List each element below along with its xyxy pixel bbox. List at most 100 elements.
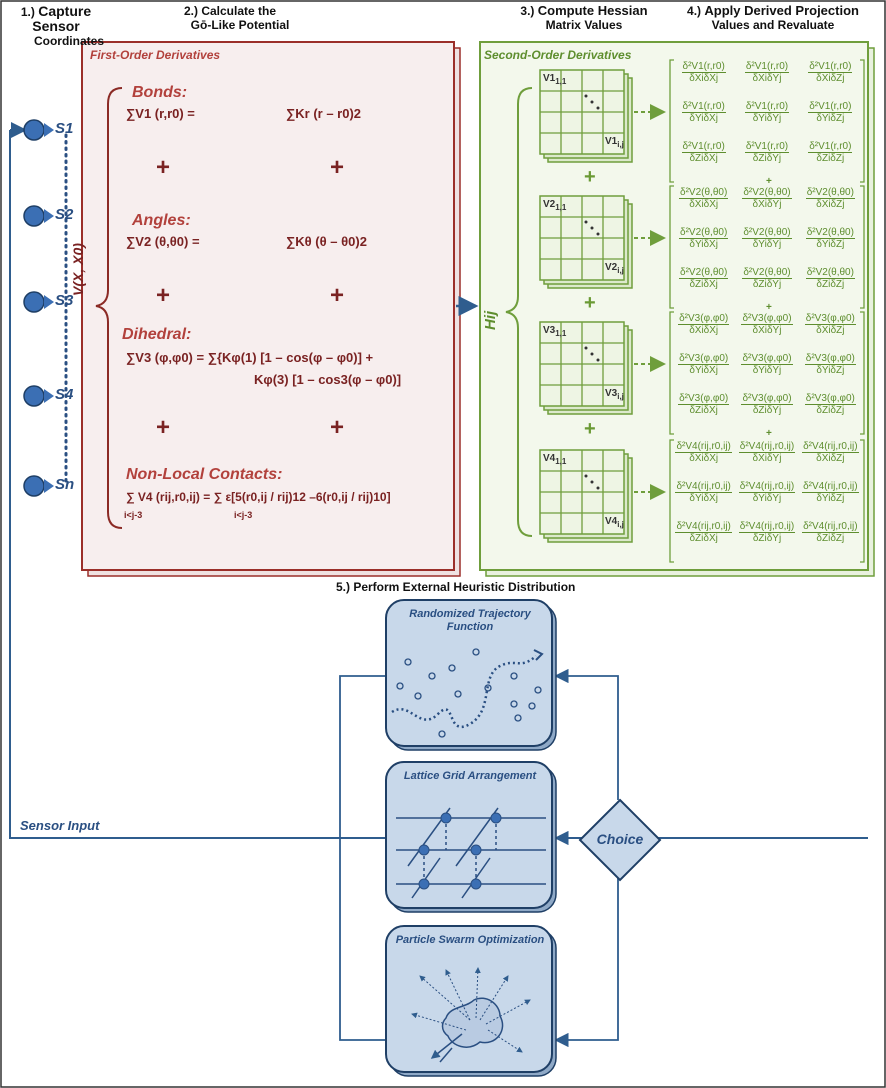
partial-derivative: δ²V4(rij,r0,ij)δYiδZj xyxy=(802,481,858,504)
matrix-ellipsis xyxy=(585,347,588,350)
partial-derivative: δ²V1(r,r0)δXiδXj xyxy=(682,61,726,84)
nonlocal-subscript: i<j-3 xyxy=(124,510,142,520)
projection-row: δ²V1(r,r0)δZiδXjδ²V1(r,r0)δZiδYjδ²V1(r,r… xyxy=(672,141,862,164)
step-1-heading: Capture Sensor xyxy=(32,3,91,34)
step-4-subheading: Values and Revaluate xyxy=(712,18,835,32)
nonlocal-formula: ∑ V4 (rij,r0,ij) = ∑ ε[5(r0,ij / rij)12 … xyxy=(126,490,391,504)
partial-derivative: δ²V4(rij,r0,ij)δZiδYj xyxy=(739,521,795,544)
matrix-ellipsis xyxy=(585,221,588,224)
projection-row: δ²V2(θ,θ0)δZiδXjδ²V2(θ,θ0)δZiδYjδ²V2(θ,θ… xyxy=(672,267,862,290)
partial-derivative: δ²V1(r,r0)δYiδZj xyxy=(808,101,852,124)
plus-sign: + xyxy=(584,418,596,441)
sensor-node xyxy=(24,120,44,140)
partial-derivative: δ²V4(rij,r0,ij)δZiδXj xyxy=(675,521,731,544)
step-4-heading: Apply Derived Projection xyxy=(704,3,859,18)
sensor-label: S2 xyxy=(55,206,73,223)
sensor-node xyxy=(24,476,44,496)
partial-derivative: δ²V3(φ,φ0)δXiδYj xyxy=(741,313,792,336)
second-order-title: Second-Order Derivatives xyxy=(484,48,631,62)
partial-derivative: δ²V3(φ,φ0)δXiδXj xyxy=(678,313,729,336)
step-2-number: 2.) xyxy=(184,4,198,18)
projection-row: δ²V4(rij,r0,ij)δYiδXjδ²V4(rij,r0,ij)δYiδ… xyxy=(672,481,862,504)
angles-lhs: ∑V2 (θ,θ0) = xyxy=(126,234,200,249)
partial-derivative: δ²V2(θ,θ0)δYiδYj xyxy=(742,227,791,250)
step-1-subheading: Coordinates xyxy=(34,34,104,48)
step-4-number: 4.) xyxy=(687,4,701,18)
plus-sign: + xyxy=(156,282,170,310)
partial-derivative: δ²V3(φ,φ0)δZiδYj xyxy=(741,393,792,416)
sensor-arrow xyxy=(44,479,54,493)
matrix-first-entry: V41,1 xyxy=(543,453,566,466)
plus-sign: + xyxy=(330,154,344,182)
matrix-first-entry: V21,1 xyxy=(543,199,566,212)
first-order-title: First-Order Derivatives xyxy=(90,48,220,62)
step-5-title: 5.) Perform External Heuristic Distribut… xyxy=(336,580,716,594)
step-5-heading: 5.) Perform External Heuristic Distribut… xyxy=(336,580,575,594)
matrix-first-entry: V31,1 xyxy=(543,325,566,338)
projection-row: δ²V4(rij,r0,ij)δZiδXj δ²V4(rij,r0,ij)δZiδ… xyxy=(672,521,862,544)
sensor-arrow xyxy=(44,389,54,403)
partial-derivative: δ²V2(θ,θ0)δXiδYj xyxy=(742,187,791,210)
partial-derivative: δ²V3(φ,φ0)δZiδZj xyxy=(805,393,856,416)
heuristic-left-loop xyxy=(340,676,386,1040)
lattice-title: Lattice Grid Arrangement xyxy=(392,770,548,783)
sensor-input-label: Sensor Input xyxy=(20,818,99,833)
partial-derivative: δ²V2(θ,θ0)δXiδXj xyxy=(679,187,728,210)
partial-derivative: δ²V2(θ,θ0)δZiδZj xyxy=(806,267,855,290)
plus-sign: + xyxy=(330,414,344,442)
swarm-title: Particle Swarm Optimization xyxy=(392,934,548,947)
step-2-title: 2.) Calculate the Gō-Like Potential xyxy=(150,4,310,32)
step-2-heading: Calculate the xyxy=(201,4,276,18)
plus-sign: + xyxy=(156,414,170,442)
partial-derivative: δ²V1(r,r0)δZiδZj xyxy=(808,141,852,164)
bonds-rhs: ∑Kr (r – r0)2 xyxy=(286,106,361,121)
plus-sign: + xyxy=(766,428,772,439)
randomized-title: Randomized Trajectory Function xyxy=(392,608,548,634)
step-3-number: 3.) xyxy=(520,4,534,18)
matrix-last-entry: V3i,j xyxy=(605,388,624,401)
partial-derivative: δ²V2(θ,θ0)δYiδZj xyxy=(806,227,855,250)
plus-sign: + xyxy=(766,176,772,187)
matrix-ellipsis xyxy=(585,95,588,98)
projection-row: δ²V3(φ,φ0)δZiδXj δ²V3(φ,φ0)δZiδYj δ²V3(φ,φ… xyxy=(672,393,862,416)
plus-sign: + xyxy=(584,166,596,189)
sensor-node xyxy=(24,206,44,226)
hessian-label: Hij xyxy=(482,311,499,330)
partial-derivative: δ²V4(rij,r0,ij)δZiδZj xyxy=(802,521,858,544)
sensor-arrow xyxy=(44,123,54,137)
partial-derivative: δ²V4(rij,r0,ij)δXiδXj xyxy=(675,441,731,464)
dihedral-line-1: ∑V3 (φ,φ0) = ∑{Kφ(1) [1 – cos(φ – φ0)] + xyxy=(126,350,373,365)
sensor-arrow xyxy=(44,209,54,223)
step-3-subheading: Matrix Values xyxy=(546,18,623,32)
nonlocal-heading: Non-Local Contacts: xyxy=(126,466,282,484)
matrix-ellipsis xyxy=(597,487,600,490)
plus-sign: + xyxy=(330,282,344,310)
bonds-lhs: ∑V1 (r,r0) = xyxy=(126,106,195,121)
dihedral-heading: Dihedral: xyxy=(122,326,191,344)
sensor-label: S4 xyxy=(55,386,73,403)
matrix-last-entry: V2i,j xyxy=(605,262,624,275)
choice-label: Choice xyxy=(592,831,648,847)
matrix-ellipsis xyxy=(591,353,594,356)
dihedral-line-2: Kφ(3) [1 – cos3(φ – φ0)] xyxy=(254,372,401,387)
partial-derivative: δ²V3(φ,φ0)δYiδYj xyxy=(741,353,792,376)
step-3-title: 3.) Compute Hessian Matrix Values xyxy=(506,4,662,32)
angles-rhs: ∑Kθ (θ – θ0)2 xyxy=(286,234,367,249)
potential-label: V(X, X0) xyxy=(70,243,86,296)
partial-derivative: δ²V4(rij,r0,ij)δYiδYj xyxy=(739,481,795,504)
partial-derivative: δ²V1(r,r0)δXiδYj xyxy=(745,61,789,84)
matrix-ellipsis xyxy=(591,481,594,484)
partial-derivative: δ²V1(r,r0)δYiδXj xyxy=(682,101,726,124)
matrix-ellipsis xyxy=(597,359,600,362)
nonlocal-subscript: i<j-3 xyxy=(234,510,252,520)
matrix-ellipsis xyxy=(591,227,594,230)
plus-sign: + xyxy=(584,292,596,315)
matrix-ellipsis xyxy=(597,107,600,110)
step-1-title: 1.) Capture Sensor Coordinates xyxy=(6,4,106,48)
partial-derivative: δ²V3(φ,φ0)δZiδXj xyxy=(678,393,729,416)
partial-derivative: δ²V3(φ,φ0)δYiδZj xyxy=(805,353,856,376)
